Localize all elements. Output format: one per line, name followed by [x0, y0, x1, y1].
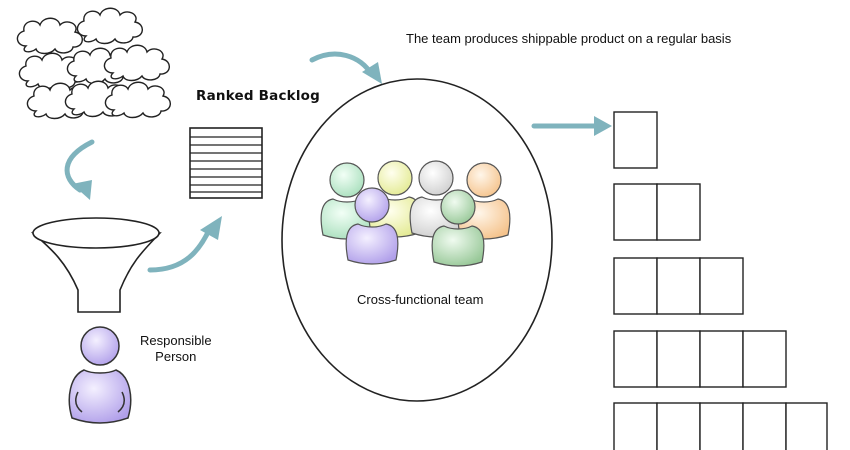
team-caption: Cross-functional team — [357, 292, 484, 307]
product-increment-icon — [699, 257, 744, 315]
increment-row — [613, 402, 828, 450]
backlog-list-icon — [189, 127, 263, 199]
product-increment-icon — [613, 183, 658, 241]
product-increment-icon — [656, 183, 701, 241]
product-increment-icon — [656, 257, 701, 315]
product-increment-icon — [613, 257, 658, 315]
increment-row — [613, 111, 658, 169]
backlog-title: Ranked Backlog — [196, 88, 320, 104]
increment-row — [613, 330, 787, 388]
curved-arrow-icon — [147, 225, 213, 273]
ideas-cloud-cluster — [16, 7, 172, 120]
funnel-icon — [30, 217, 162, 313]
product-increments — [613, 111, 828, 450]
increment-row — [613, 183, 701, 241]
team-circle — [281, 78, 553, 402]
product-increment-icon — [785, 402, 828, 450]
cloud-icon — [103, 44, 171, 82]
product-increment-icon — [699, 330, 744, 388]
product-increment-icon — [742, 402, 787, 450]
product-increment-icon — [742, 330, 787, 388]
product-increment-icon — [656, 330, 701, 388]
headline-text: The team produces shippable product on a… — [406, 31, 732, 46]
person-caption: Responsible Person — [140, 333, 212, 365]
person-caption-line: Responsible — [140, 333, 212, 348]
cloud-icon — [76, 7, 144, 45]
increment-row — [613, 257, 744, 315]
person-icon — [68, 326, 132, 424]
product-increment-icon — [613, 330, 658, 388]
product-increment-icon — [613, 402, 658, 450]
person-caption-line: Person — [155, 349, 197, 364]
product-increment-icon — [656, 402, 701, 450]
cloud-icon — [16, 17, 84, 55]
product-increment-icon — [613, 111, 658, 169]
arrow-heads — [72, 62, 612, 240]
cloud-icon — [104, 81, 172, 119]
product-increment-icon — [699, 402, 744, 450]
